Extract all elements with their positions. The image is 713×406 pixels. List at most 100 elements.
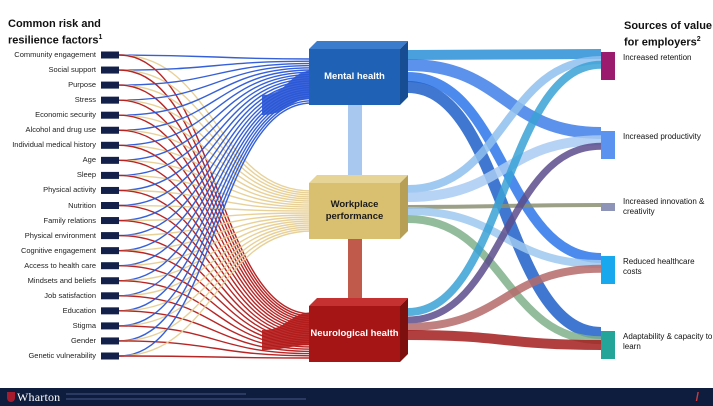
risk-flow-neuro	[118, 84, 313, 320]
risk-factor-label: Community engagement	[14, 50, 96, 59]
outcome-flow	[407, 203, 602, 209]
risk-flow-workplace	[118, 226, 313, 327]
risk-factor-label: Genetic vulnerability	[28, 351, 96, 360]
node-front-face	[309, 183, 400, 239]
outcome-flow	[407, 215, 602, 345]
risk-factor-bar	[101, 186, 119, 194]
risk-flow-neuro	[118, 234, 313, 342]
footer-fineprint	[66, 393, 246, 395]
risk-flow-mental	[118, 67, 313, 116]
risk-factor-label: Job satisfaction	[44, 290, 96, 300]
risk-factor-label: Purpose	[68, 80, 96, 90]
risk-flow-mental	[118, 78, 313, 192]
slash-mark-icon: /	[695, 390, 699, 404]
outcome-flow	[407, 60, 602, 316]
risk-factor-label: Stress	[74, 95, 96, 105]
risk-factor-label: Age	[82, 155, 96, 165]
risk-flow-mental	[118, 93, 313, 297]
risk-flow-mental	[118, 89, 313, 267]
wharton-logo: Wharton	[7, 390, 60, 405]
risk-factor-bar	[101, 337, 119, 345]
risk-flow-workplace	[118, 214, 313, 237]
risk-factor-label: Family relations	[43, 215, 96, 225]
risk-factor-bar	[101, 277, 119, 285]
neuro-node-label: Neurological health	[310, 328, 399, 339]
footer-bar: Wharton /	[0, 388, 713, 406]
outcome-flow	[407, 81, 602, 339]
risk-factor-label: Access to health care	[24, 260, 96, 270]
outcome-flow	[407, 142, 602, 324]
risk-flow-neuro	[118, 99, 313, 322]
risk-factor-label: Education	[62, 305, 96, 315]
risk-flow-mental	[118, 86, 313, 252]
risk-flow-workplace	[118, 224, 313, 312]
risk-flow-neuro	[118, 204, 313, 337]
node-top-face	[309, 298, 408, 306]
risk-flow-neuro	[118, 219, 313, 339]
outcome-bar	[601, 52, 615, 80]
risk-flow-workplace	[118, 174, 313, 208]
risk-factor-label: Social support	[48, 65, 96, 75]
risk-factor-label: Sleep	[76, 170, 96, 180]
risk-flow-workplace	[118, 220, 313, 282]
risk-flow-workplace	[118, 216, 313, 252]
outcome-label: Increased innovation & creativity	[623, 197, 705, 216]
node-side-face	[400, 41, 408, 105]
risk-flow-mental	[118, 91, 313, 282]
outcome-bar	[601, 131, 615, 159]
risk-factor-label: Cognitive engagement	[20, 245, 96, 255]
risk-flow-neuro	[118, 355, 313, 359]
risk-flow-neuro	[118, 159, 313, 331]
outcome-label: Adaptability & capacity to learn	[623, 332, 713, 351]
risk-flow-mental	[118, 69, 313, 131]
risk-flow-mental	[118, 100, 313, 342]
risk-flow-workplace	[118, 189, 313, 210]
risk-factor-bar	[101, 96, 119, 104]
mental-node-label: Mental health	[324, 71, 385, 82]
risk-flow-mental	[118, 95, 313, 312]
risk-flow-workplace	[118, 99, 313, 198]
risk-factor-bar	[101, 352, 119, 360]
risk-flow-workplace	[118, 230, 313, 357]
risk-flow-neuro	[118, 310, 313, 353]
risk-factor-bar	[101, 81, 119, 89]
node-front-face	[309, 306, 400, 362]
risk-flow-workplace	[118, 114, 313, 200]
risk-factor-label: Gender	[70, 335, 96, 345]
risk-flow-neuro	[118, 280, 313, 348]
risk-factor-bar	[101, 141, 119, 149]
risk-flow-neuro	[118, 69, 313, 317]
risk-factor-label: Stigma	[72, 320, 96, 330]
risk-flow-workplace	[118, 204, 313, 212]
risk-factor-label: Individual medical history	[12, 140, 96, 150]
risk-factor-label: Physical environment	[24, 230, 96, 240]
risk-factor-bar	[101, 111, 119, 119]
risk-factor-bar	[101, 156, 119, 164]
workplace-neuro-connector	[348, 239, 362, 306]
outcome-label: Reduced healthcare costs	[623, 257, 695, 276]
risk-flow-neuro	[118, 265, 313, 346]
outcome-flow	[407, 56, 602, 193]
risk-flow-mental	[118, 73, 313, 162]
outcome-bar	[601, 256, 615, 284]
risk-flow-mental	[118, 62, 313, 86]
risk-flow-workplace	[118, 84, 313, 196]
mental-workplace-connector	[348, 105, 362, 183]
risk-factor-bar	[101, 66, 119, 74]
risk-flow-neuro	[118, 325, 313, 355]
risk-factors-header: Common risk and resilience factors1	[8, 18, 103, 47]
outcome-label: Increased productivity	[623, 132, 701, 141]
outcome-flow	[407, 59, 602, 139]
risk-flow-workplace	[118, 129, 313, 202]
risk-flow-neuro	[118, 174, 313, 333]
risk-flow-mental	[118, 75, 313, 177]
risk-factor-bar	[101, 171, 119, 179]
workplace-node-label: Workplace performance	[325, 199, 384, 222]
risk-flow-workplace	[118, 159, 313, 206]
risk-flow-mental	[118, 60, 313, 71]
outcome-flow	[407, 49, 602, 60]
outcome-bar	[601, 203, 615, 211]
risk-flow-workplace	[118, 222, 313, 297]
node-front-face	[309, 49, 400, 105]
